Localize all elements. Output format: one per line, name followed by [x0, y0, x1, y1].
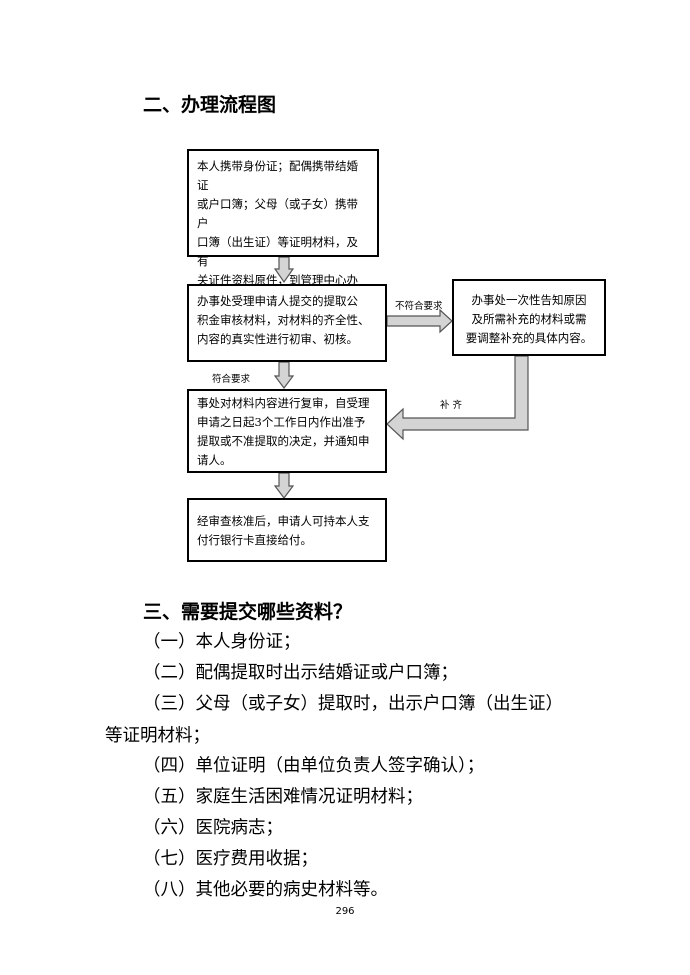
material-item-2: （二）配偶提取时出示结婚证或户口簿；: [143, 663, 458, 683]
down-arrow-2: [273, 361, 295, 389]
right-arrow: [386, 308, 453, 334]
label-not-meet: 不符合要求: [395, 301, 443, 312]
return-arrow: [386, 355, 529, 441]
down-arrow-1: [273, 256, 295, 284]
material-item-5: （五）家庭生活困难情况证明材料；: [143, 787, 423, 807]
flow-step-3: 事处对材料内容进行复审，自受理 申请之日起3个工作日内作出准予 提取或不准提取的…: [187, 389, 387, 473]
material-item-3: （三）父母（或子女）提取时，出示户口簿（出生证）: [143, 694, 563, 714]
flow-step-4: 经审查核准后，申请人可持本人支 付行银行卡直接给付。: [187, 498, 387, 562]
material-item-8: （八）其他必要的病史材料等。: [143, 880, 388, 900]
section3-title: 三、需要提交哪些资料？: [143, 601, 353, 623]
material-item-7: （七）医疗费用收据；: [143, 849, 318, 869]
flow-step-1: 本人携带身份证；配偶携带结婚证 或户口簿；父母（或子女）携带户 口簿（出生证）等…: [187, 149, 379, 325]
down-arrow-3: [273, 472, 295, 499]
material-item-6: （六）医院病志；: [143, 818, 283, 838]
flow-step-2: 办事处受理申请人提交的提取公 积金审核材料，对材料的齐全性、 内容的真实性进行初…: [187, 284, 387, 362]
page-number: 296: [335, 906, 355, 917]
label-meet: 符合要求: [212, 374, 251, 385]
section2-title: 二、办理流程图: [143, 94, 277, 116]
material-item-1: （一）本人身份证；: [143, 632, 301, 652]
label-supplement: 补 齐: [440, 400, 463, 411]
material-item-3-cont: 等证明材料；: [105, 726, 210, 746]
flow-side-box: 办事处一次性告知原因 及所需补充的材料或需 要调整补充的具体内容。: [452, 279, 606, 356]
material-item-4: （四）单位证明（由单位负责人签字确认）；: [143, 756, 485, 776]
